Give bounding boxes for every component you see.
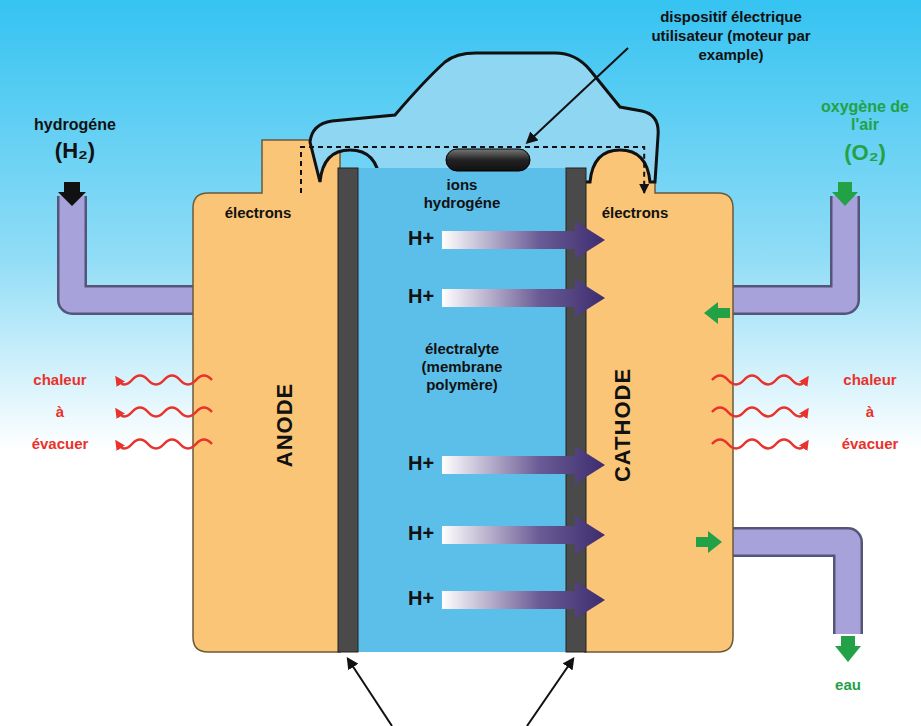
node-text: ions hydrogéne — [407, 176, 517, 212]
node-text: électrons — [198, 204, 318, 222]
ion-arrows — [442, 221, 605, 619]
electrode-box: électronsCATHODE — [585, 193, 733, 652]
flow-arrow — [832, 182, 858, 206]
node-text: électrons — [575, 204, 695, 222]
ion-label: H+ — [408, 522, 442, 545]
motor — [446, 149, 530, 171]
oxygen-pipe — [732, 196, 845, 300]
ion-arrow — [442, 221, 605, 259]
hydrogen-pipe — [72, 196, 194, 300]
callout-label: eau — [818, 676, 878, 693]
heat-wave — [712, 376, 806, 385]
heat-label: chaleur à évacuer — [838, 364, 902, 460]
callout-label: (H₂) — [20, 138, 130, 163]
ion-label: H+ — [408, 587, 442, 610]
ion-label: H+ — [408, 452, 442, 475]
flow-arrow — [58, 182, 86, 206]
ion-label: H+ — [408, 227, 442, 250]
heat-wave — [712, 440, 806, 449]
leader-line — [350, 662, 392, 726]
callout-label: oxygène de l'air — [820, 98, 910, 135]
heat-wave — [712, 408, 806, 417]
callout-label: hydrogéne — [20, 116, 130, 134]
ion-arrow — [442, 279, 605, 317]
callout-label: dispositif électrique utilisateur (moteu… — [636, 8, 826, 64]
flow-arrow — [835, 636, 861, 662]
flow-arrow — [696, 531, 722, 553]
node-text: électralyte (membrane polymère) — [396, 340, 528, 394]
electrode-layer — [338, 168, 358, 652]
flow-arrow — [704, 302, 730, 324]
callout-label: (O₂) — [820, 140, 910, 165]
heat-label: chaleur à évacuer — [28, 364, 92, 460]
heat-wave — [118, 440, 212, 449]
membrane-region: ions hydrogéne électralyte (membrane poly… — [340, 168, 585, 652]
water-pipe — [732, 542, 848, 634]
hydrogen-pipe — [72, 196, 194, 300]
heat-wave — [118, 408, 212, 417]
leader-line — [530, 48, 628, 140]
water-pipe — [732, 542, 848, 634]
ion-label: H+ — [408, 285, 442, 308]
car — [310, 53, 658, 182]
ion-arrow — [442, 581, 605, 619]
oxygen-pipe — [732, 196, 845, 300]
electrode-name: ANODE — [272, 383, 298, 467]
ion-arrow — [442, 446, 605, 484]
leader-line — [527, 662, 571, 726]
heat-wave — [118, 376, 212, 385]
ion-arrow — [442, 516, 605, 554]
electrode-name: CATHODE — [610, 368, 636, 482]
electrode-box: électronsANODE — [193, 193, 343, 652]
anode-shape — [193, 140, 340, 652]
